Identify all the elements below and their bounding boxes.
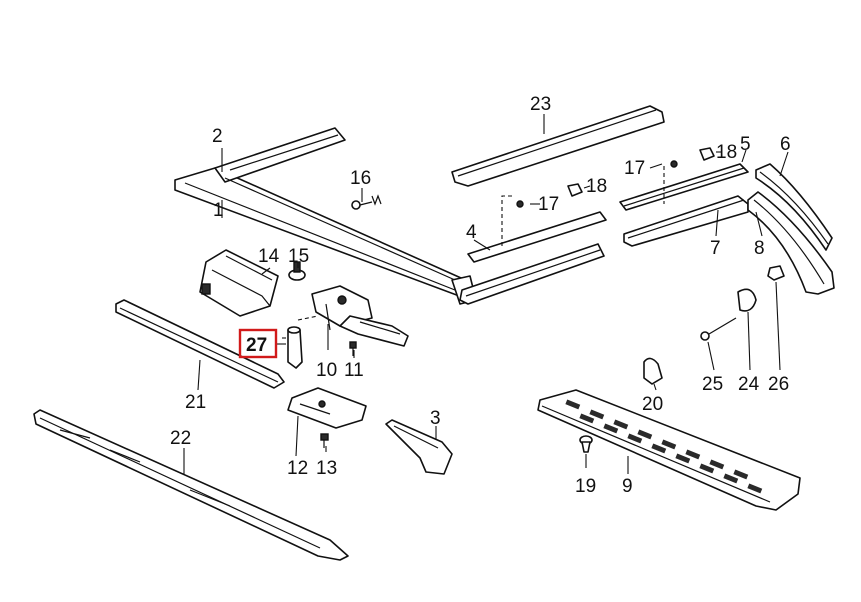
callout-9: 9 <box>622 476 633 497</box>
part-5-seal <box>619 163 749 211</box>
callout-7: 7 <box>710 238 721 259</box>
part-26-nut <box>767 265 785 281</box>
part-20-clip <box>643 357 663 385</box>
part-8-curved-seal <box>747 191 835 295</box>
part-23-strip <box>451 105 665 187</box>
callout-2: 2 <box>212 126 223 147</box>
callout-25: 25 <box>702 374 723 395</box>
callout-24: 24 <box>738 374 760 395</box>
callout-5: 5 <box>740 134 751 155</box>
callout-20: 20 <box>642 394 663 415</box>
callout-1: 1 <box>213 200 224 221</box>
callout-6: 6 <box>780 134 791 155</box>
part-22-bottom-rail <box>33 409 349 561</box>
callout-21: 21 <box>185 392 206 413</box>
part-10-hinge <box>311 285 409 347</box>
callout-27: 27 <box>246 335 267 356</box>
part-24-cap <box>737 288 757 312</box>
part-18-clip-a <box>567 183 583 197</box>
part-21-seal-bar <box>115 299 285 389</box>
part-17-screw-a <box>516 200 524 208</box>
callout-15: 15 <box>288 246 309 267</box>
vent-slots <box>565 399 763 494</box>
callout-11: 11 <box>344 360 364 381</box>
part-17-screw-b <box>670 160 678 168</box>
callout-17b: 17 <box>624 158 645 179</box>
callout-3: 3 <box>430 408 441 429</box>
callout-16: 16 <box>350 168 371 189</box>
part-3-trim <box>385 419 453 475</box>
callout-12: 12 <box>287 458 308 479</box>
part-7-seal <box>623 195 749 247</box>
part-1-frame-rail <box>174 127 477 305</box>
part-19-plug <box>579 435 593 453</box>
callout-22: 22 <box>170 428 191 449</box>
callout-10: 10 <box>316 360 337 381</box>
callout-17a: 17 <box>538 194 559 215</box>
part-27-plug <box>282 315 319 369</box>
callout-8: 8 <box>754 238 765 259</box>
callout-27-highlight-box <box>238 328 278 359</box>
callout-labels: 1 2 3 4 5 6 7 8 9 10 11 12 13 14 15 16 1… <box>170 94 791 497</box>
part-11-bolt <box>349 341 357 356</box>
part-14-bracket <box>199 249 279 317</box>
callout-18a: 18 <box>586 176 607 197</box>
part-15-screw <box>288 261 306 281</box>
part-16-screw <box>351 194 382 210</box>
part-9-vented-rail <box>537 389 801 511</box>
part-6-curved-seal <box>755 163 833 251</box>
callout-23: 23 <box>530 94 551 115</box>
part-4-seal <box>459 211 607 305</box>
callout-26: 26 <box>768 374 789 395</box>
part-18-clip-b <box>699 147 715 161</box>
part-25-screw <box>700 317 737 341</box>
callout-4: 4 <box>466 222 477 243</box>
part-13-bolt <box>320 433 329 448</box>
part-12-bracket <box>287 387 367 429</box>
callout-14: 14 <box>258 246 280 267</box>
callout-13: 13 <box>316 458 337 479</box>
leader-lines <box>183 114 789 474</box>
callout-19: 19 <box>575 476 596 497</box>
callout-18b: 18 <box>716 142 737 163</box>
